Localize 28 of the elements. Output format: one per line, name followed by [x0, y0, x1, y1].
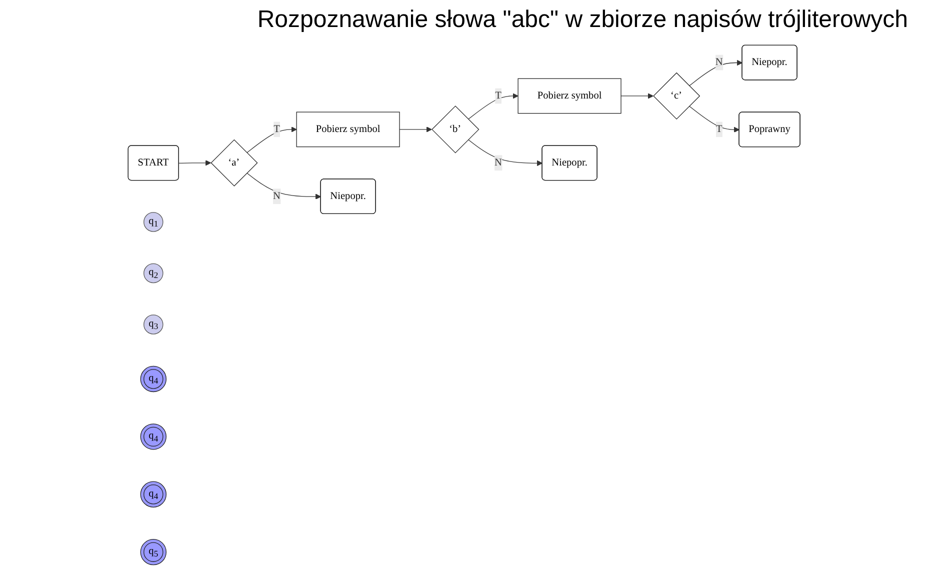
node-circle: q$_{4}$	[140, 481, 166, 508]
arrow	[246, 126, 297, 154]
node-box: Pobierz symbol	[518, 78, 622, 114]
edge-label: T	[274, 124, 280, 135]
node-circle: q$_{4}$	[140, 424, 166, 450]
diagram-title: Rozpoznawanie słowa "abc" w zbiorze napisów trójliterowych	[256, 5, 909, 35]
arrow	[468, 93, 518, 120]
edge-label: T	[495, 90, 502, 102]
arrow	[399, 126, 432, 132]
node-circle: q$_{2}$	[143, 263, 164, 284]
node-box: Pobierz symbol	[296, 112, 400, 148]
node-diamond: ‘a’	[210, 139, 258, 186]
node-circle: q$_{5}$	[140, 538, 166, 566]
edge-label: N	[715, 56, 723, 68]
arrow	[620, 93, 654, 99]
arrow	[468, 139, 542, 166]
node-diamond: ‘c’	[652, 72, 700, 120]
arrow	[688, 106, 740, 132]
node-diamond: ‘b’	[431, 106, 480, 154]
arrow	[246, 172, 322, 200]
edge-label: T	[716, 124, 722, 135]
arrow	[178, 160, 211, 166]
node-circle: q$_{3}$	[143, 314, 164, 334]
node-circle: q$_{1}$	[143, 212, 164, 232]
arrow	[688, 60, 742, 86]
edge-label: N	[272, 190, 280, 202]
node-circle: q$_{4}$	[140, 366, 166, 392]
edge-label: N	[494, 157, 502, 168]
